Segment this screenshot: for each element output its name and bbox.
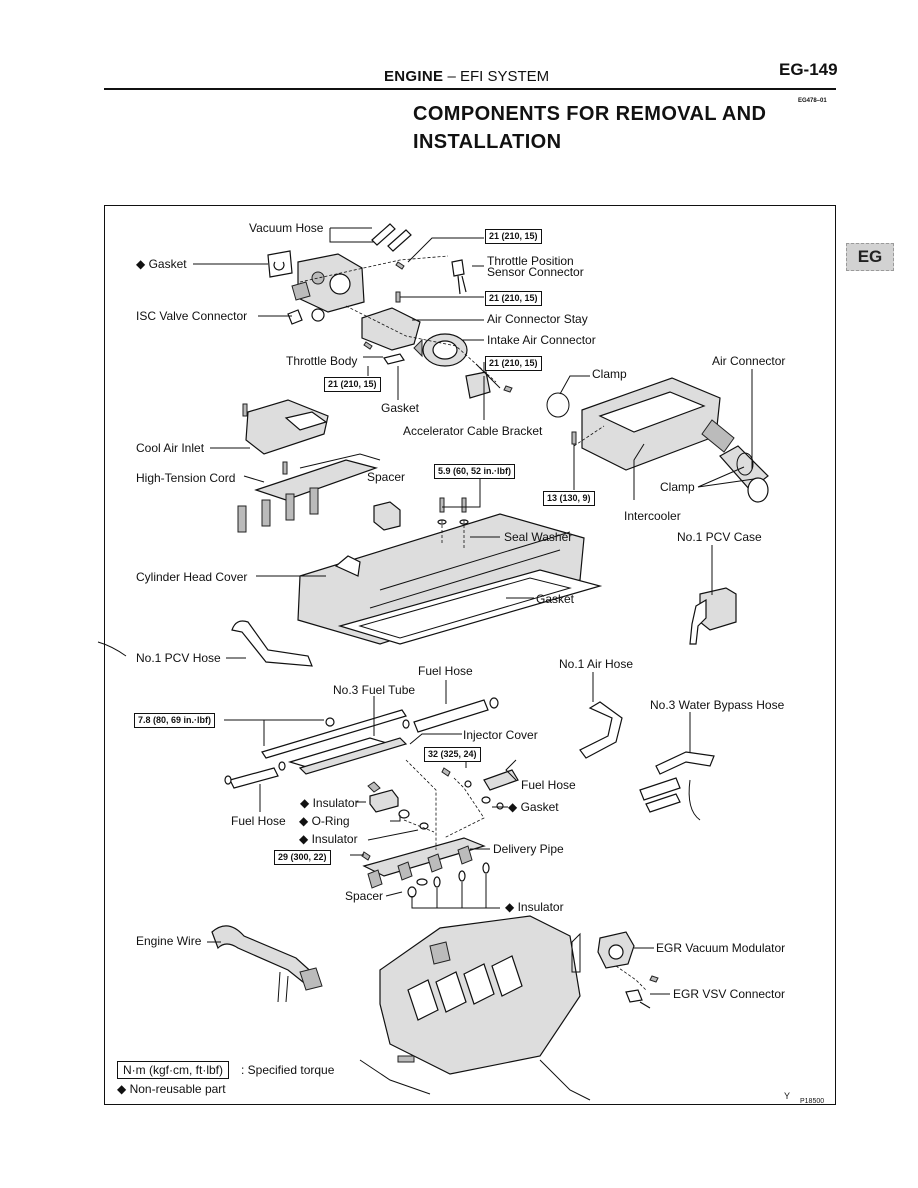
legend-torque-desc: : Specified torque: [241, 1063, 335, 1077]
label-no1-pcv-case: No.1 PCV Case: [677, 530, 762, 544]
label-intercooler: Intercooler: [624, 509, 681, 523]
no1-air-hose-drawing: [579, 701, 623, 759]
egr-vsv-connector-drawing: [625, 989, 651, 1009]
label-clamp-1: Clamp: [592, 367, 627, 381]
label-accelerator-cable-bracket: Accelerator Cable Bracket: [403, 424, 543, 438]
torque-box-7: 7.8 (80, 69 in.·lbf): [134, 713, 216, 728]
accelerator-bracket-drawing: [465, 371, 491, 399]
fuel-hose-right-drawing: [441, 767, 519, 810]
label-air-connector-stay: Air Connector Stay: [487, 312, 588, 326]
label-delivery-pipe: Delivery Pipe: [493, 842, 564, 856]
label-throttle-position-2: Sensor Connector: [487, 265, 584, 279]
label-air-connector: Air Connector: [712, 354, 786, 368]
air-connector-drawing: [719, 445, 769, 503]
doc-code: EG478–01: [798, 98, 827, 104]
engine-block-drawing: [359, 915, 591, 1101]
page-title: COMPONENTS FOR REMOVAL AND INSTALLATION: [413, 100, 766, 156]
bolts-drawing: [242, 261, 577, 513]
label-high-tension-cord: High-Tension Cord: [136, 471, 236, 485]
tps-connector-drawing: [451, 259, 467, 295]
figure-mark: Y: [784, 1091, 791, 1101]
leader-lines: [97, 227, 755, 995]
intercooler-drawing: [581, 377, 735, 471]
torque-box-5: 5.9 (60, 52 in.·lbf): [434, 464, 516, 479]
title-line-1: COMPONENTS FOR REMOVAL AND: [413, 103, 767, 125]
cover-gasket-drawing: [337, 569, 603, 645]
label-throttle-position-1: Throttle Position: [487, 254, 574, 268]
cool-air-inlet-drawing: [245, 399, 329, 455]
section-header: ENGINE – EFI SYSTEM: [384, 68, 549, 85]
pcv-hose-drawing: [231, 620, 313, 667]
air-connector-stay-drawing: [361, 307, 421, 351]
intake-air-connector-drawing: [413, 333, 468, 367]
injector-drawing: [367, 781, 429, 830]
injector-cover-drawing: [298, 737, 408, 775]
torque-box-8: 32 (325, 24): [424, 747, 481, 762]
label-cylinder-head-cover: Cylinder Head Cover: [136, 570, 248, 584]
title-line-2: INSTALLATION: [413, 131, 562, 153]
section-header-bold: ENGINE: [384, 68, 444, 85]
label-gasket-fuel: ◆ Gasket: [508, 800, 559, 814]
side-tab-eg: EG: [846, 243, 894, 271]
legend-torque-unit: N·m (kgf·cm, ft·lbf): [117, 1061, 229, 1079]
alignment-dashes: [299, 255, 647, 991]
high-tension-cord-drawing: [237, 453, 381, 533]
label-isc-valve-connector: ISC Valve Connector: [136, 309, 248, 323]
label-injector-cover: Injector Cover: [463, 728, 538, 742]
gasket-top-drawing: [267, 250, 293, 278]
label-egr-vsv-connector: EGR VSV Connector: [673, 987, 786, 1001]
isc-connector-drawing: [287, 309, 303, 325]
egr-vacuum-modulator-drawing: [571, 931, 659, 983]
clamp-1-drawing: [546, 392, 570, 418]
label-throttle-body: Throttle Body: [286, 354, 358, 368]
torque-box-6: 13 (130, 9): [543, 491, 595, 506]
header-rule: [104, 88, 836, 90]
label-engine-wire: Engine Wire: [136, 934, 202, 948]
gasket-mid-drawing: [383, 353, 405, 365]
torque-box-3: 21 (210, 15): [485, 356, 542, 371]
legend-non-reusable: ◆ Non-reusable part: [117, 1082, 226, 1096]
label-spacer-1: Spacer: [367, 470, 406, 484]
label-insulator-2: ◆ Insulator: [299, 832, 358, 846]
fuel-hose-left-drawing: [229, 767, 279, 789]
torque-box-1: 21 (210, 15): [485, 229, 542, 244]
figure-code: P18500: [800, 1098, 825, 1105]
label-fuel-hose-left: Fuel Hose: [231, 814, 286, 828]
label-no3-fuel-tube: No.3 Fuel Tube: [333, 683, 416, 697]
throttle-body-drawing: [291, 253, 365, 322]
label-intake-air-connector: Intake Air Connector: [487, 333, 596, 347]
vacuum-hose-drawing: [371, 223, 412, 252]
fuel-hose-top-drawing: [413, 699, 489, 733]
label-insulator-1: ◆ Insulator: [300, 796, 359, 810]
torque-box-2: 21 (210, 15): [485, 291, 542, 306]
page-number: EG-149: [779, 60, 838, 79]
label-vacuum-hose: Vacuum Hose: [249, 221, 324, 235]
label-egr-vacuum-modulator: EGR Vacuum Modulator: [656, 941, 786, 955]
label-insulator-3: ◆ Insulator: [505, 900, 564, 914]
label-o-ring: ◆ O-Ring: [299, 814, 350, 828]
water-bypass-hose-drawing: [639, 751, 715, 821]
label-gasket-mid: Gasket: [381, 401, 420, 415]
torque-box-4: 21 (210, 15): [324, 377, 381, 392]
label-fuel-hose-right: Fuel Hose: [521, 778, 576, 792]
label-no1-pcv-hose: No.1 PCV Hose: [136, 651, 221, 665]
section-header-rest: – EFI SYSTEM: [443, 68, 550, 85]
pcv-case-drawing: [689, 587, 737, 645]
label-seal-washer: Seal Washer: [504, 530, 573, 544]
label-spacer-2: Spacer: [345, 889, 384, 903]
figure-frame: [104, 205, 836, 1105]
label-gasket-top: ◆ Gasket: [136, 257, 187, 271]
delivery-pipe-drawing: [361, 837, 486, 889]
label-clamp-2: Clamp: [660, 480, 695, 494]
torque-box-9: 29 (300, 22): [274, 850, 331, 865]
label-fuel-hose-top: Fuel Hose: [418, 664, 473, 678]
spacer-1-drawing: [373, 501, 401, 531]
label-gasket-cover: Gasket: [536, 592, 575, 606]
label-cool-air-inlet: Cool Air Inlet: [136, 441, 205, 455]
label-no1-air-hose: No.1 Air Hose: [559, 657, 634, 671]
label-no3-water-bypass-hose: No.3 Water Bypass Hose: [650, 698, 785, 712]
cylinder-head-cover-drawing: [297, 513, 585, 645]
engine-wire-drawing: [211, 925, 323, 1003]
